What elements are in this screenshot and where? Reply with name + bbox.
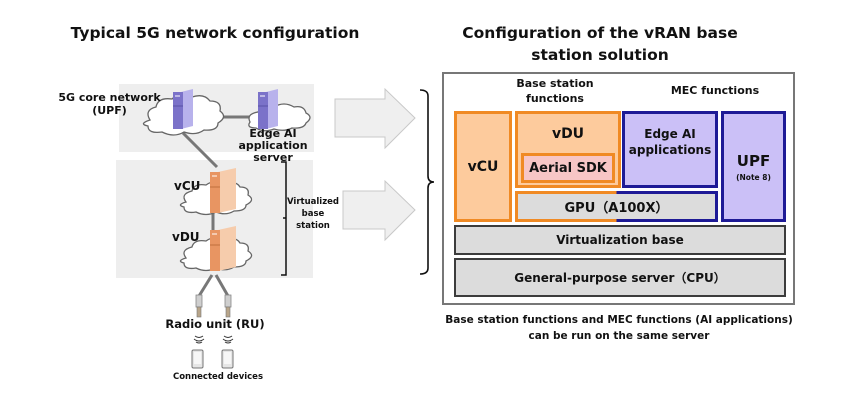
vdu-block-label: vDU [551,126,585,142]
radio-unit-icon-1 [195,294,203,318]
edge-ai-server-icon [258,89,278,129]
left-title: Typical 5G network configuration [70,24,360,42]
upf-block: UPF (Note 8) [721,111,786,222]
arrow-upper [334,87,416,150]
curly-brace [419,89,435,275]
radio-unit-label: Radio unit (RU) [165,317,265,331]
vcu-block-label: vCU [467,158,499,175]
solution-caption: Base station functions and MEC functions… [440,312,798,344]
edge-ai-applications-block: Edge AI applications [622,111,718,188]
aerial-sdk-block: Aerial SDK [521,153,615,183]
virtualized-bracket [281,161,287,276]
virtualized-label-line1: Virtualized [287,197,340,207]
vdu-server-icon [210,226,236,271]
arrow-lower [342,179,416,242]
right-title-line2: station solution [531,46,669,64]
edge-server-label: Edge AI application server [218,128,328,164]
general-purpose-server-label: General-purpose server（CPU） [514,271,726,285]
network-drawing [142,87,435,369]
vcu-block: vCU [454,111,512,222]
upf-server-icon [173,89,193,129]
right-title-line1: Configuration of the vRAN base [462,24,738,42]
virtualized-label-line3: station [296,221,330,231]
mec-functions-label: MEC functions [670,84,760,97]
right-title: Configuration of the vRAN base station s… [440,22,760,66]
base-station-functions-label: Base station functions [500,76,610,106]
general-purpose-server-block: General-purpose server（CPU） [454,258,786,297]
upf-label: UPF [736,151,771,170]
connected-devices-label: Connected devices [172,372,264,382]
smartphone-icon-1 [191,349,204,369]
edge-server-label-line2: application server [238,139,308,164]
virtualized-base-station-label: Virtualized base station [287,196,339,232]
smartphone-icon-2 [221,349,234,369]
core-network-label: 5G core network (UPF) [52,91,167,117]
vdu-label: vDU [172,230,200,244]
core-to-vcu-link [181,131,219,169]
wireless-signal-icon-2 [222,335,234,344]
base-station-functions-line2: functions [526,92,584,105]
aerial-sdk-label: Aerial SDK [529,160,607,176]
edge-ai-line2: applications [628,143,712,157]
edge-ai-line1: Edge AI [644,127,696,141]
edge-server-label-line1: Edge AI [249,127,297,140]
caption-line1: Base station functions and MEC functions… [445,314,793,326]
virtualization-base-block: Virtualization base [454,225,786,255]
gpu-block: GPU（A100X） [515,191,718,222]
core-network-label-line2: (UPF) [92,104,127,117]
gpu-label: GPU（A100X） [564,201,669,216]
vdu-to-ru2-link [214,274,230,297]
vcu-server-icon [210,168,236,213]
vcu-label: vCU [174,179,201,193]
radio-unit-icon-2 [224,294,232,318]
core-network-label-line1: 5G core network [58,91,161,104]
vdu-to-ru1-link [197,274,214,297]
wireless-signal-icon-1 [193,335,205,344]
base-station-functions-line1: Base station [516,77,594,90]
virtualized-label-line2: base [301,209,325,219]
virtualization-base-label: Virtualization base [556,233,684,247]
upf-note-label: (Note 8) [736,172,771,182]
caption-line2: can be run on the same server [528,330,710,342]
